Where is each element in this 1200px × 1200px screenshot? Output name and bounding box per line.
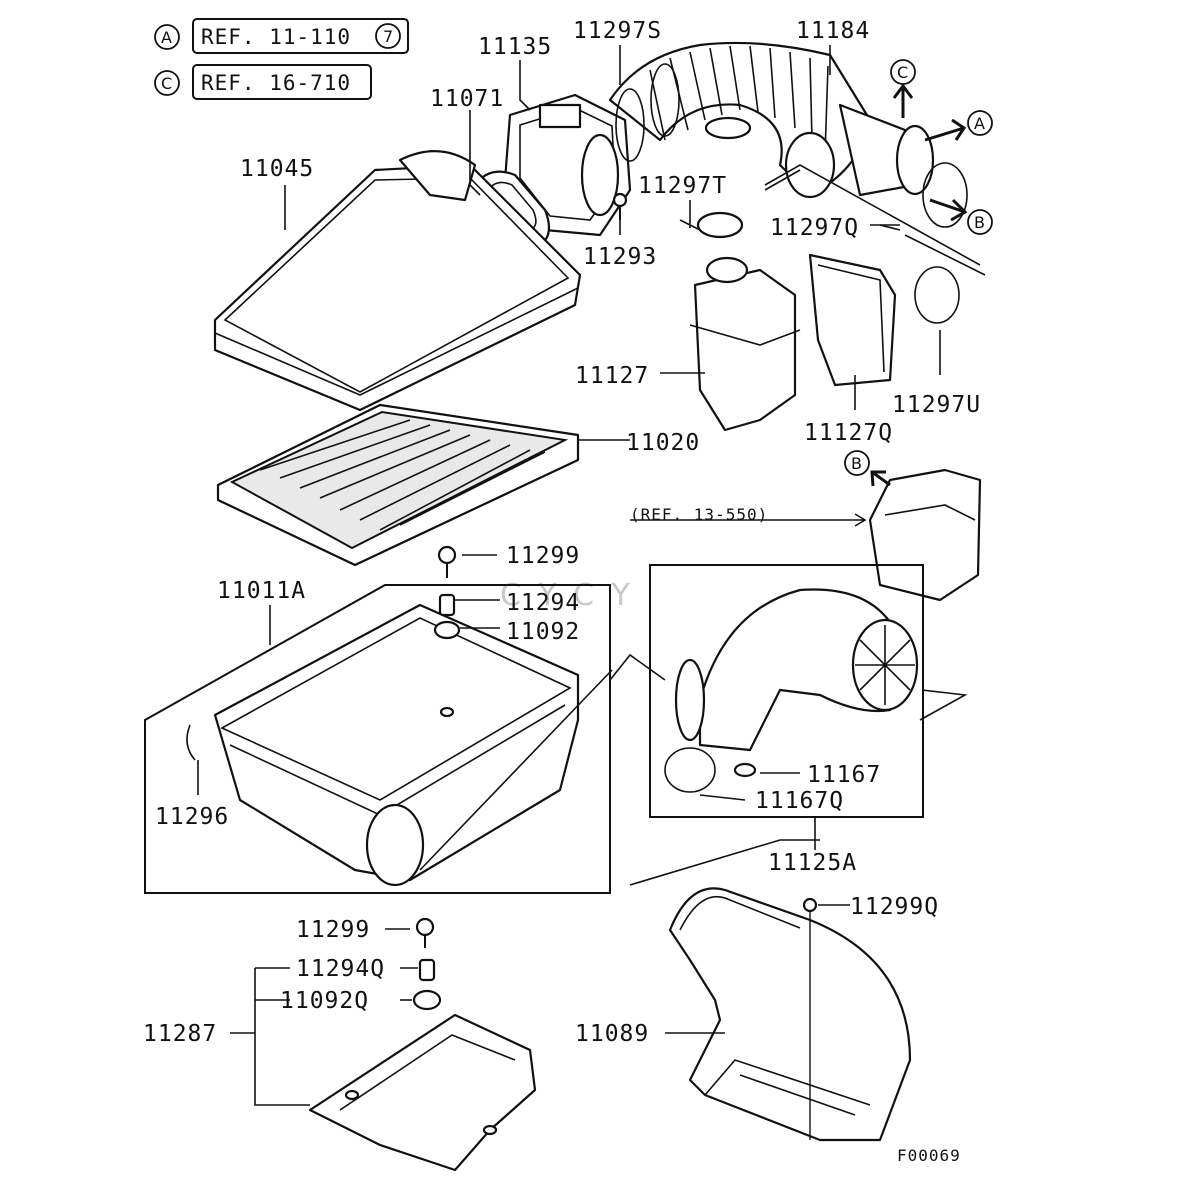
air-cleaner-case xyxy=(186,603,580,887)
label-11135: 11135 xyxy=(478,34,552,60)
label-11020: 11020 xyxy=(626,430,700,456)
reference-a-marker: A xyxy=(161,28,172,47)
reference-a-suffix: 7 xyxy=(383,27,393,46)
intake-duct-assembly xyxy=(664,588,919,793)
label-11127: 11127 xyxy=(575,363,649,389)
bracket xyxy=(308,917,537,1172)
air-duct-lower xyxy=(668,887,912,1142)
label-11287: 11287 xyxy=(143,1021,217,1047)
label-11299q: 11299Q xyxy=(850,894,939,920)
watermark: CYCY xyxy=(500,578,648,613)
resonator-duct xyxy=(808,253,960,387)
label-11127q: 11127Q xyxy=(804,420,893,446)
ref-resonator: B xyxy=(844,450,982,602)
ref-note: (REF. 13-550) xyxy=(630,505,768,524)
part-labels: 11135 11297S 11184 11071 11045 11297T 11… xyxy=(143,18,981,1165)
label-11011a: 11011A xyxy=(217,578,306,604)
air-filter-element xyxy=(216,403,580,567)
grommet-11092 xyxy=(433,545,461,640)
svg-text:A: A xyxy=(974,114,985,133)
direction-b-bottom: B xyxy=(851,454,862,473)
label-11045: 11045 xyxy=(240,156,314,182)
label-11092: 11092 xyxy=(506,619,580,645)
svg-text:C: C xyxy=(897,63,908,82)
label-11297s: 11297S xyxy=(573,18,662,44)
leader-lines xyxy=(197,45,986,1106)
direction-c: C xyxy=(890,59,916,118)
case-box-frame xyxy=(144,584,611,894)
label-11297q: 11297Q xyxy=(770,215,859,241)
dashed-connections xyxy=(419,164,981,886)
bolt-11293 xyxy=(612,192,628,220)
direction-a: A xyxy=(924,110,993,142)
label-11297t: 11297T xyxy=(638,173,727,199)
intake-duct-frame xyxy=(649,564,924,818)
label-11125a: 11125A xyxy=(768,850,857,876)
label-11296: 11296 xyxy=(155,804,229,830)
hose-clamps xyxy=(615,63,968,239)
reference-c: C REF. 16-710 xyxy=(154,64,372,100)
label-11294q: 11294Q xyxy=(296,956,385,982)
reference-c-marker: C xyxy=(161,74,172,93)
label-11299-top: 11299 xyxy=(506,543,580,569)
direction-b-top: B xyxy=(929,198,993,235)
label-11184: 11184 xyxy=(796,18,870,44)
reference-c-text: REF. 16-710 xyxy=(201,71,351,95)
label-11293: 11293 xyxy=(583,244,657,270)
label-11167q: 11167Q xyxy=(755,788,844,814)
label-11297u: 11297U xyxy=(892,392,981,418)
figure-code: F00069 xyxy=(897,1146,961,1165)
label-11071: 11071 xyxy=(430,86,504,112)
label-11092q: 11092Q xyxy=(280,988,369,1014)
label-11299-bottom: 11299 xyxy=(296,917,370,943)
reference-a-text: REF. 11-110 xyxy=(201,25,351,49)
svg-text:B: B xyxy=(974,213,985,232)
resonator xyxy=(689,256,801,432)
reference-a: A REF. 11-110 7 xyxy=(154,18,409,54)
label-11089: 11089 xyxy=(575,1021,649,1047)
air-cleaner-cover xyxy=(213,150,582,412)
label-11167: 11167 xyxy=(807,762,881,788)
label-11294: 11294 xyxy=(506,590,580,616)
